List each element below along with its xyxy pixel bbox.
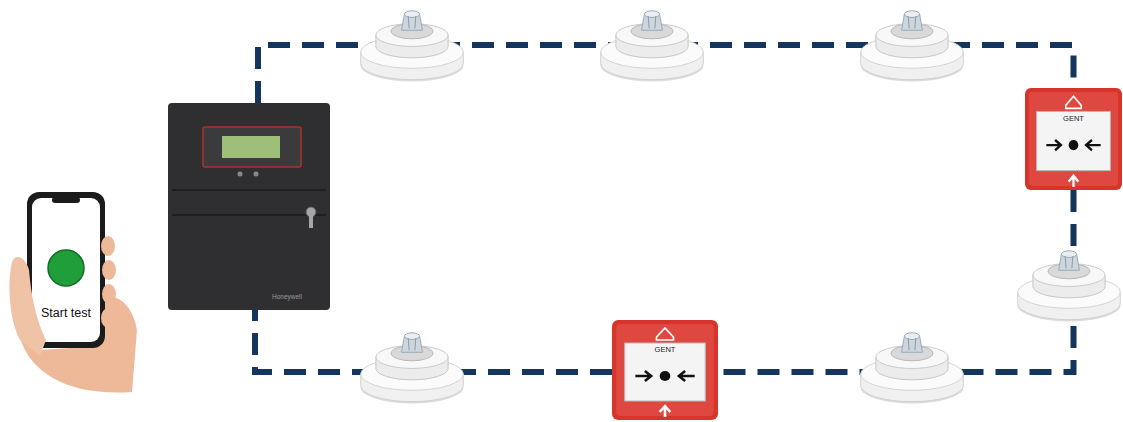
hand-finger bbox=[102, 260, 116, 280]
start-button bbox=[48, 250, 84, 286]
control-panel: Honeywell bbox=[168, 103, 330, 310]
panel-body bbox=[168, 103, 330, 310]
smoke-detector bbox=[361, 333, 464, 404]
smoke-detector bbox=[361, 11, 464, 82]
node-label: GENT bbox=[1025, 115, 1122, 123]
panel-seam bbox=[172, 190, 326, 215]
node-label: Start test bbox=[27, 307, 105, 320]
hand-thumb bbox=[9, 257, 46, 356]
phone-notch bbox=[52, 197, 80, 203]
panel-display bbox=[222, 136, 280, 158]
node-label: GENT bbox=[612, 346, 718, 354]
hand-finger bbox=[101, 236, 115, 256]
panel-key bbox=[309, 214, 313, 228]
manual-call-point: GENT bbox=[612, 320, 718, 420]
panel-bezel bbox=[203, 127, 301, 167]
loop-wire bbox=[718, 190, 1074, 372]
panel-button bbox=[238, 172, 243, 177]
smoke-detector bbox=[861, 333, 964, 404]
phone-screen-box: Start test bbox=[27, 192, 105, 348]
smoke-detector bbox=[1018, 251, 1121, 322]
manual-call-point bbox=[612, 320, 718, 420]
hand-finger bbox=[101, 308, 115, 328]
node-label: Honeywell bbox=[272, 294, 328, 301]
phone-screen bbox=[32, 198, 100, 342]
smoke-detector bbox=[861, 11, 964, 82]
panel-button bbox=[254, 172, 259, 177]
hand-finger bbox=[102, 284, 116, 304]
smoke-detector bbox=[601, 11, 704, 82]
manual-call-point bbox=[1025, 88, 1122, 190]
manual-call-point: GENT bbox=[1025, 88, 1122, 190]
